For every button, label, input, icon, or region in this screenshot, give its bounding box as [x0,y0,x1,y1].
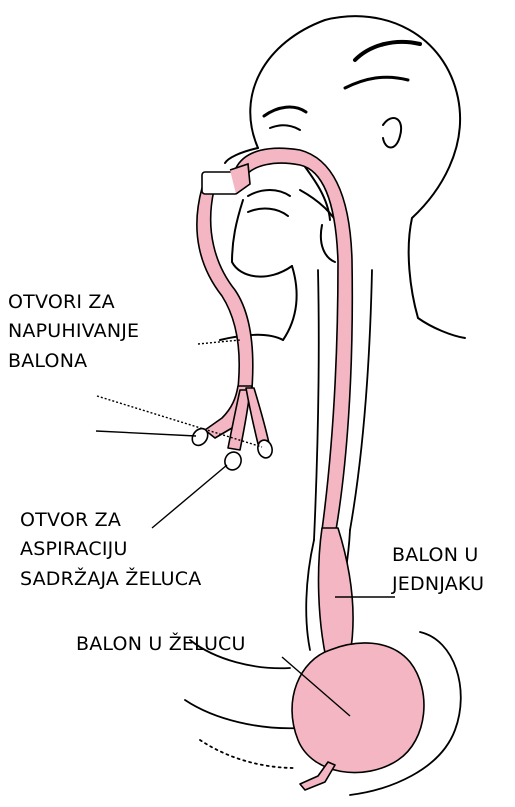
label-aspiration-port: OTVOR ZA ASPIRACIJU SADRŽAJA ŽELUCA [20,506,201,594]
label-line: NAPUHIVANJE [8,317,139,346]
label-line: OTVORI ZA [8,288,139,317]
label-line: BALONA [8,347,139,376]
label-line: JEDNJAKU [392,570,484,599]
mouth-block [202,164,250,194]
label-line: BALON U ŽELUCU [76,630,246,659]
label-line: SADRŽAJA ŽELUCA [20,565,201,594]
label-line: BALON U [392,541,484,570]
inflation-leader-1 [198,340,240,344]
label-inflation-ports: OTVORI ZA NAPUHIVANJE BALONA [8,288,139,376]
label-line: ASPIRACIJU [20,535,201,564]
inflation-leader-3 [96,431,196,436]
label-gastric-balloon: BALON U ŽELUCU [76,630,246,659]
label-esophageal-balloon: BALON U JEDNJAKU [392,541,484,600]
label-line: OTVOR ZA [20,506,201,535]
